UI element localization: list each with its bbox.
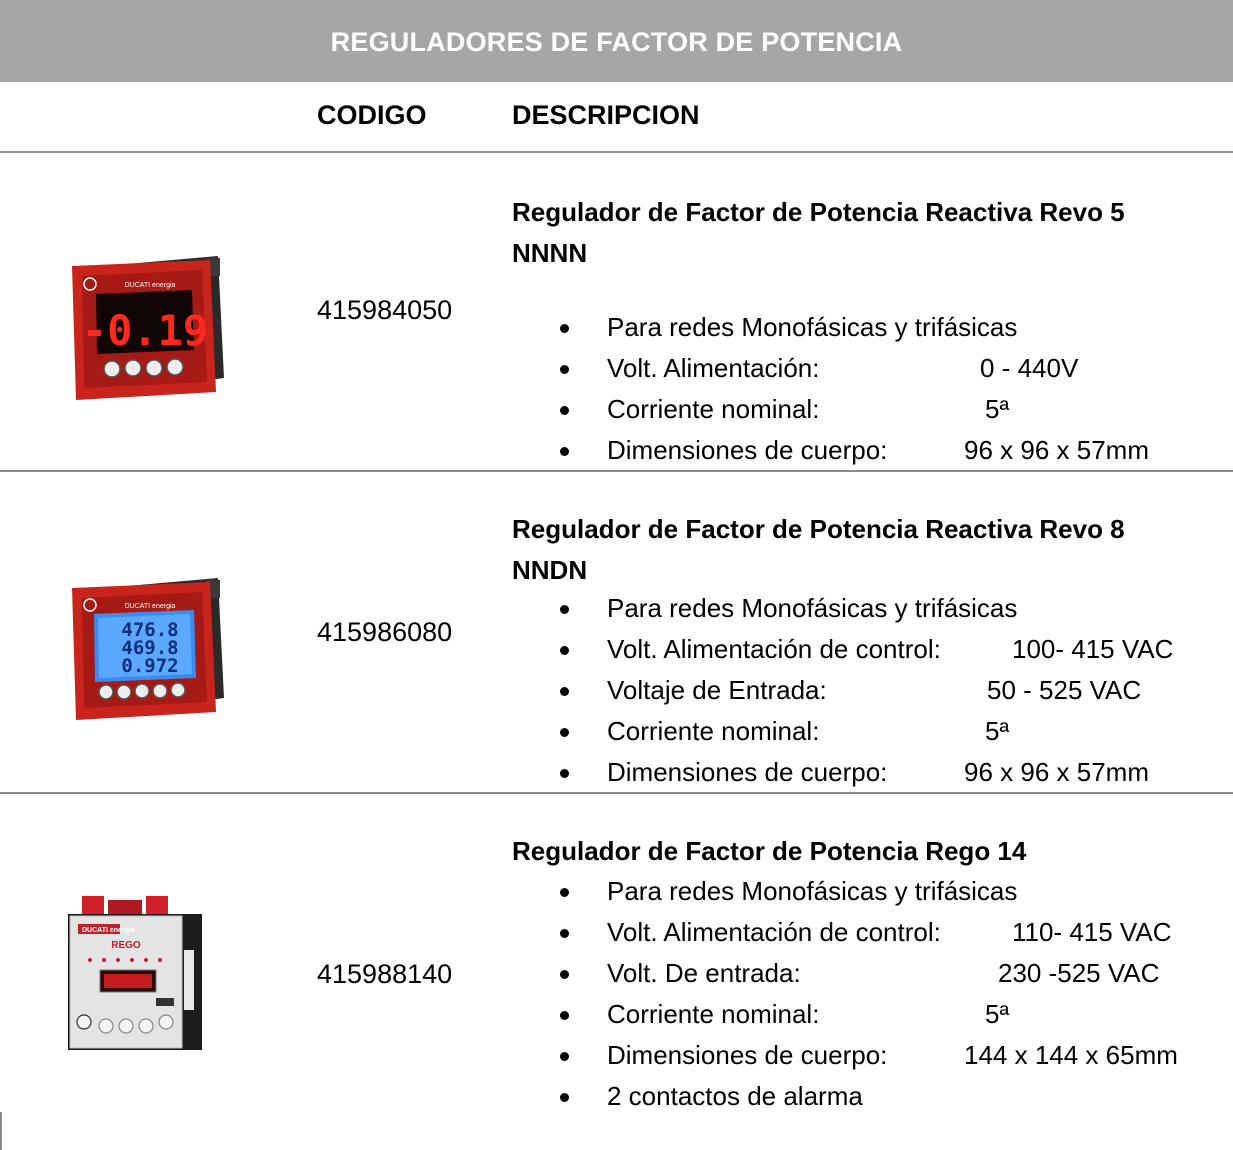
column-header-description: DESCRIPCION xyxy=(512,100,700,130)
spec-item: Corriente nominal: 5ª xyxy=(560,994,1233,1035)
spec-list: Para redes Monofásicas y trifásicas Volt… xyxy=(560,307,1233,471)
device-buttons xyxy=(103,358,184,378)
column-header-row: CODIGO DESCRIPCION xyxy=(0,82,1233,152)
device-model-label: REGO xyxy=(111,940,141,951)
product-code: 415986080 xyxy=(317,617,453,647)
product-image-revo8: DUCATI energia 476.8 469.8 0.972 xyxy=(72,578,224,720)
spec-item: Volt. Alimentación: 0 - 440V xyxy=(560,348,1233,389)
brand-logo-icon xyxy=(83,277,97,291)
device-display-line: 0.972 xyxy=(121,655,178,677)
product-code: 415988140 xyxy=(317,959,453,989)
device-display-value: -0.19 xyxy=(82,306,208,355)
spec-item: Dimensiones de cuerpo: 96 x 96 x 57mm xyxy=(560,752,1233,793)
device-brand-label: DUCATI energia xyxy=(125,603,176,610)
device-brand-label: DUCATI energia xyxy=(125,282,176,289)
device-buttons xyxy=(98,682,186,700)
spec-item: Para redes Monofásicas y trifásicas xyxy=(560,307,1233,348)
device-buttons xyxy=(76,1014,174,1034)
table-banner: REGULADORES DE FACTOR DE POTENCIA xyxy=(0,0,1233,82)
spec-item: Voltaje de Entrada: 50 - 525 VAC xyxy=(560,670,1233,711)
spec-item: Dimensiones de cuerpo: 144 x 144 x 65mm xyxy=(560,1035,1233,1076)
device-brand-label: DUCATI energia xyxy=(82,927,135,934)
row-divider xyxy=(0,792,1233,794)
device-display-line: 476.8 xyxy=(121,619,178,641)
device-display-line: 469.8 xyxy=(121,637,178,659)
table-left-border xyxy=(0,1112,2,1150)
spec-item: 2 contactos de alarma xyxy=(560,1076,1233,1117)
brand-logo-icon xyxy=(83,598,97,612)
side-label-sticker xyxy=(184,950,194,1010)
spec-list: Para redes Monofásicas y trifásicas Volt… xyxy=(560,871,1233,1117)
product-code: 415984050 xyxy=(317,295,453,325)
spec-item: Corriente nominal: 5ª xyxy=(560,711,1233,752)
column-header-code: CODIGO xyxy=(317,100,427,130)
spec-item: Volt. Alimentación de control: 110- 415 … xyxy=(560,912,1233,953)
product-image-revo5: DUCATI energia -0.19 xyxy=(72,256,224,400)
row-divider xyxy=(0,151,1233,153)
product-title: Regulador de Factor de Potencia Rego 14 xyxy=(512,836,1027,866)
spec-item: Corriente nominal: 5ª xyxy=(560,389,1233,430)
spec-item: Volt. De entrada: 230 -525 VAC xyxy=(560,953,1233,994)
spec-item: Volt. Alimentación de control: 100- 415 … xyxy=(560,629,1233,670)
product-image-rego14: DUCATI energia REGO xyxy=(68,896,202,1050)
spec-item: Dimensiones de cuerpo: 96 x 96 x 57mm xyxy=(560,430,1233,471)
product-title: Regulador de Factor de Potencia Reactiva… xyxy=(512,514,1125,585)
spec-item: Para redes Monofásicas y trifásicas xyxy=(560,588,1233,629)
spec-item: Para redes Monofásicas y trifásicas xyxy=(560,871,1233,912)
device-leds xyxy=(88,958,162,962)
product-title: Regulador de Factor de Potencia Reactiva… xyxy=(512,197,1125,268)
row-divider xyxy=(0,470,1233,472)
table-title: REGULADORES DE FACTOR DE POTENCIA xyxy=(330,27,903,57)
spec-list: Para redes Monofásicas y trifásicas Volt… xyxy=(560,588,1233,793)
